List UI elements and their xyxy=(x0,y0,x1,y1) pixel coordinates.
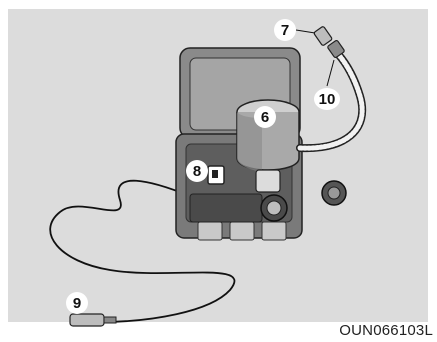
callout-6: 6 xyxy=(254,106,276,128)
figure-code: OUN066103L xyxy=(339,322,433,339)
leader-10 xyxy=(326,59,335,87)
compressor xyxy=(189,193,263,223)
power-cord xyxy=(49,179,236,323)
callout-9: 9 xyxy=(66,292,88,314)
hose-fitting xyxy=(327,40,345,58)
leader-7 xyxy=(295,29,316,34)
callout-8: 8 xyxy=(186,160,208,182)
valve-connector xyxy=(313,26,333,46)
callout-7: 7 xyxy=(274,19,296,41)
callout-10: 10 xyxy=(314,88,340,110)
power-plug xyxy=(69,313,105,327)
